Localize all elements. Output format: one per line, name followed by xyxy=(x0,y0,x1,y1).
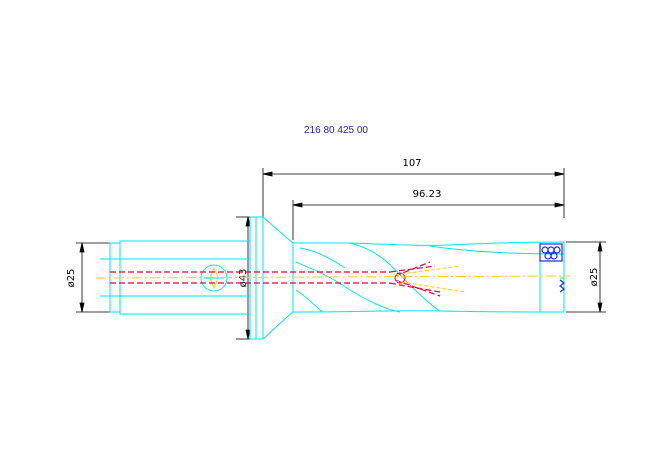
insert-icon xyxy=(539,243,565,293)
flange-diameter-label: ø43 xyxy=(238,269,249,288)
coolant-exit xyxy=(394,272,406,284)
dimension-tip-diameter xyxy=(566,241,606,313)
dimension-flute-length xyxy=(292,200,565,240)
dimension-flange-diameter xyxy=(236,216,252,340)
coolant-channels xyxy=(110,261,441,297)
tool-outline xyxy=(100,216,565,340)
overall-length-label: 107 xyxy=(402,158,421,169)
tip-diameter-label: ø25 xyxy=(589,268,600,287)
dimension-overall-length xyxy=(262,168,565,218)
part-number: 216 80 425 00 xyxy=(304,125,368,136)
shank-diameter-label: ø25 xyxy=(66,269,77,288)
flute-body xyxy=(292,241,565,313)
neck xyxy=(262,216,294,340)
flute-length-label: 96.23 xyxy=(413,189,442,200)
coolant-exit-detail xyxy=(394,265,466,293)
centerline xyxy=(95,275,571,279)
